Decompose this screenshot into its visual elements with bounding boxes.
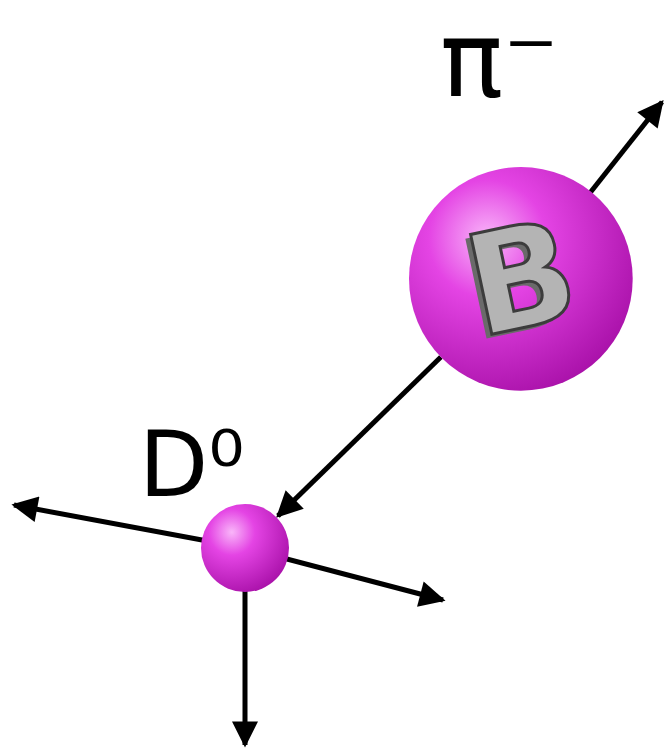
particle-name: D⁰ bbox=[139, 420, 244, 510]
particle-sphere: D⁰ bbox=[201, 504, 289, 592]
particle-name: π⁻ bbox=[440, 8, 559, 113]
sphere bbox=[201, 504, 289, 592]
sphere bbox=[409, 167, 633, 391]
sphere-outline bbox=[201, 504, 289, 592]
decay-arrow bbox=[278, 357, 441, 516]
particle-sphere: B bbox=[409, 167, 633, 391]
